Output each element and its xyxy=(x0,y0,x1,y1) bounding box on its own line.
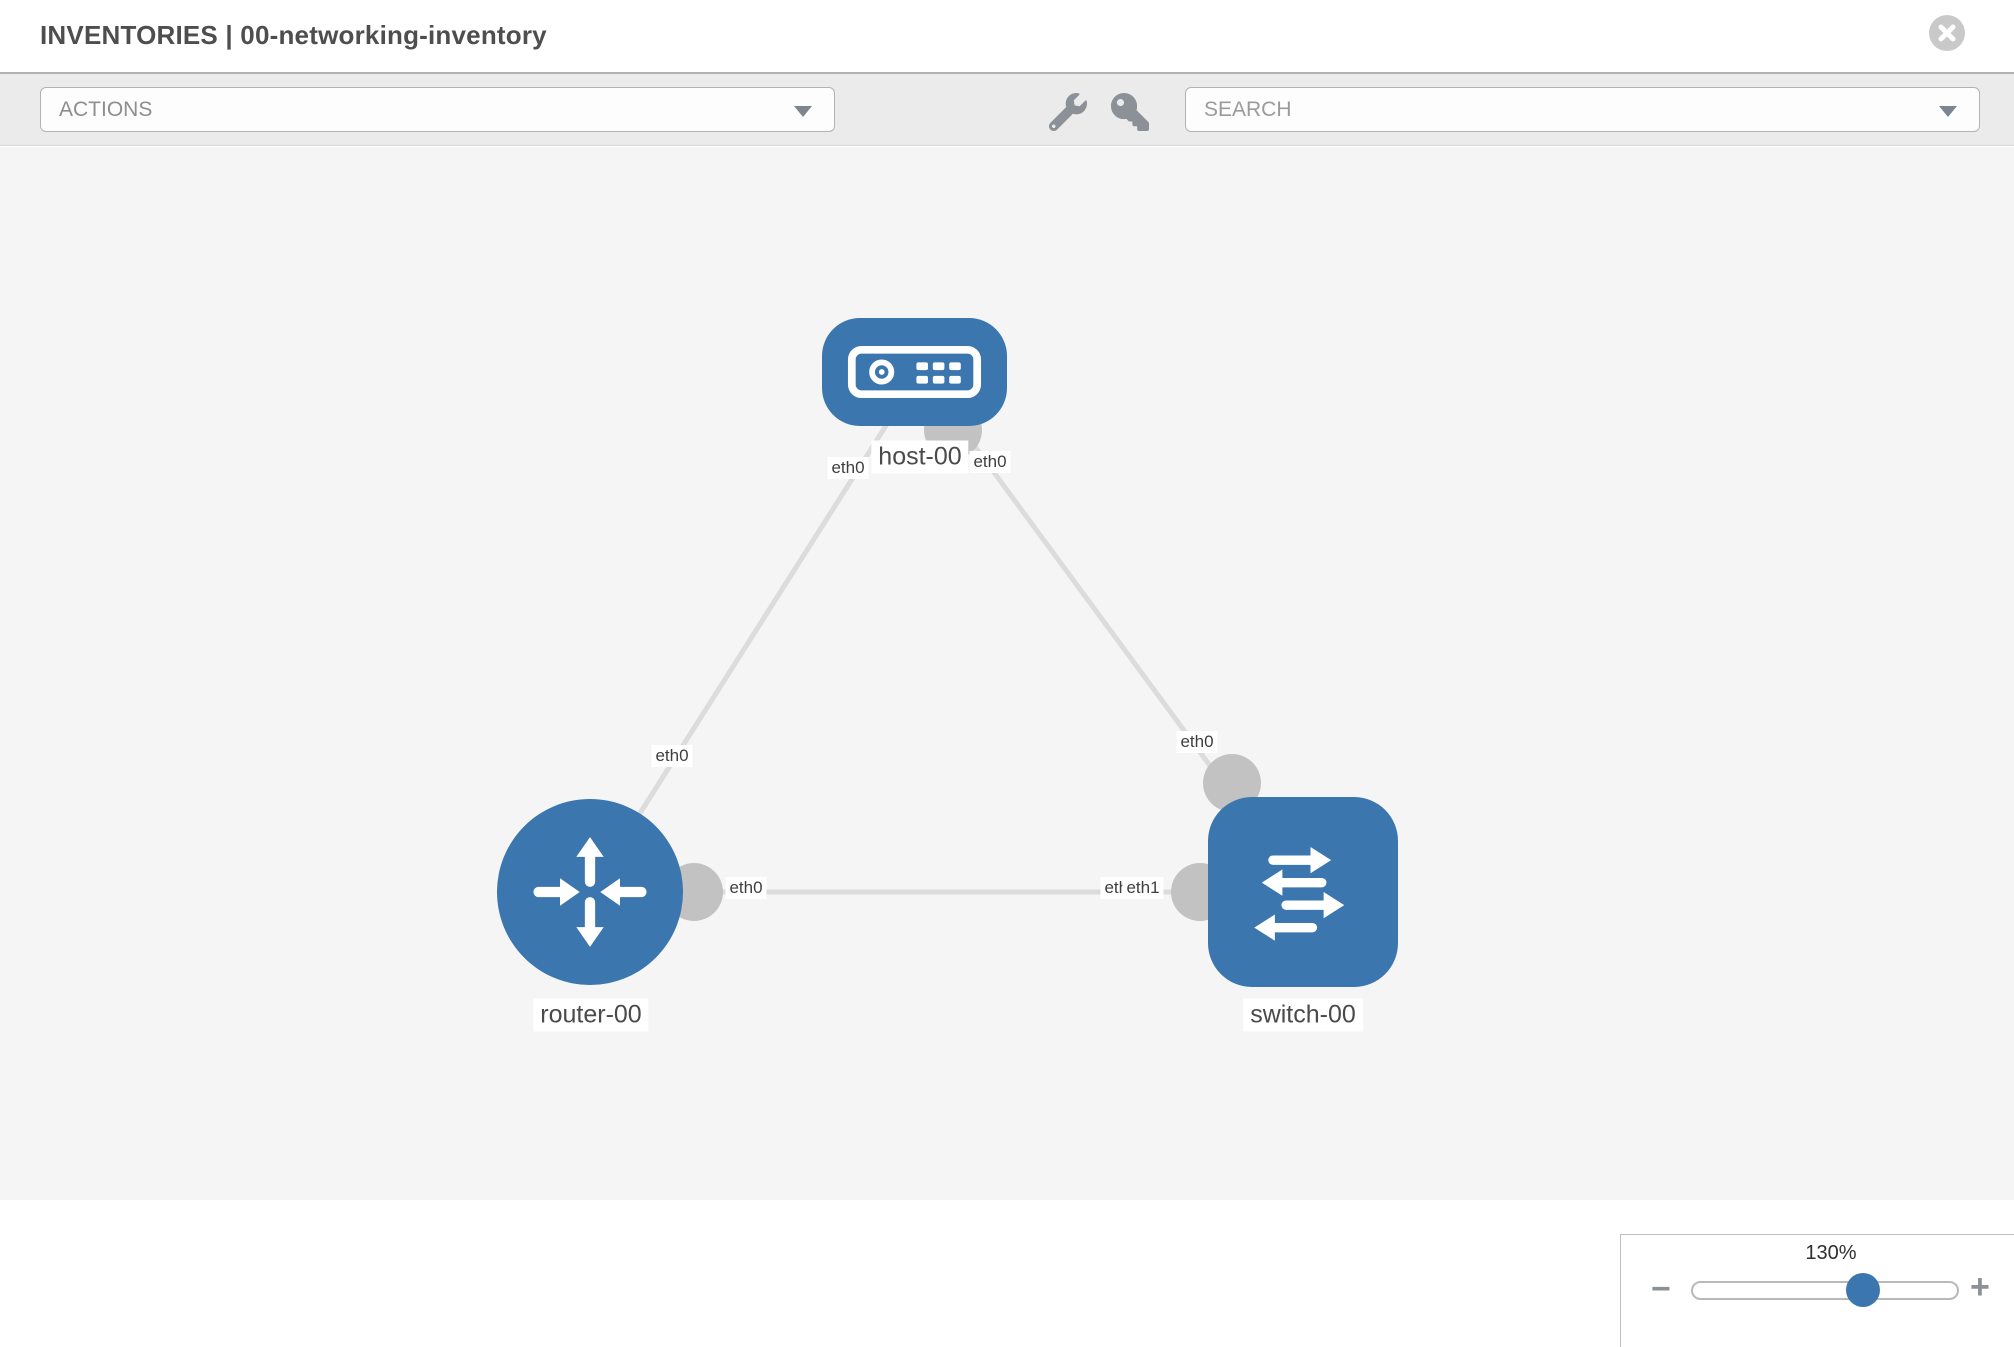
zoom-control-panel: 130% − + xyxy=(1620,1234,2014,1347)
header: INVENTORIES | 00-networking-inventory xyxy=(0,0,2014,72)
zoom-in-button[interactable]: + xyxy=(1970,1268,1990,1306)
page-title: INVENTORIES | 00-networking-inventory xyxy=(40,20,547,50)
close-icon xyxy=(1938,24,1956,42)
interface-label: eth0 xyxy=(969,451,1011,473)
node-host-00[interactable] xyxy=(822,318,1007,426)
wrench-icon xyxy=(1049,93,1087,131)
switch-icon xyxy=(1254,847,1345,941)
actions-dropdown[interactable]: ACTIONS xyxy=(40,87,835,132)
credentials-button[interactable] xyxy=(1108,90,1152,134)
interface-label: eth0 xyxy=(827,457,869,479)
key-icon xyxy=(1111,93,1149,131)
node-router-00[interactable] xyxy=(497,799,683,985)
toolbar: ACTIONS xyxy=(0,72,2014,146)
node-label-router-00[interactable]: router-00 xyxy=(533,998,649,1032)
chevron-down-icon xyxy=(1939,106,1957,117)
topology-links-layer xyxy=(587,370,1306,921)
chevron-down-icon xyxy=(794,106,812,117)
node-switch-00[interactable] xyxy=(1208,797,1398,987)
host-icon xyxy=(847,345,982,399)
zoom-slider-track[interactable] xyxy=(1691,1281,1959,1300)
search-input[interactable] xyxy=(1186,88,1979,131)
zoom-out-button[interactable]: − xyxy=(1651,1270,1671,1308)
search-box xyxy=(1185,87,1980,132)
actions-dropdown-label: ACTIONS xyxy=(59,98,153,121)
interface-label: eth0 xyxy=(651,745,693,767)
close-button[interactable] xyxy=(1929,15,1965,51)
zoom-slider-handle[interactable] xyxy=(1846,1273,1880,1307)
node-label-host-00[interactable]: host-00 xyxy=(871,440,969,474)
interface-label: eth0 xyxy=(1176,731,1218,753)
interface-label: eth0 xyxy=(725,877,767,899)
configure-tools-button[interactable] xyxy=(1046,90,1090,134)
router-icon xyxy=(533,837,647,947)
topology-canvas[interactable]: host-00 router-00 switch-00 eth0 eth0 et… xyxy=(0,147,2014,1347)
node-label-switch-00[interactable]: switch-00 xyxy=(1243,998,1363,1032)
interface-label: eth1 xyxy=(1122,877,1164,899)
zoom-level-value: 130% xyxy=(1805,1242,1857,1264)
